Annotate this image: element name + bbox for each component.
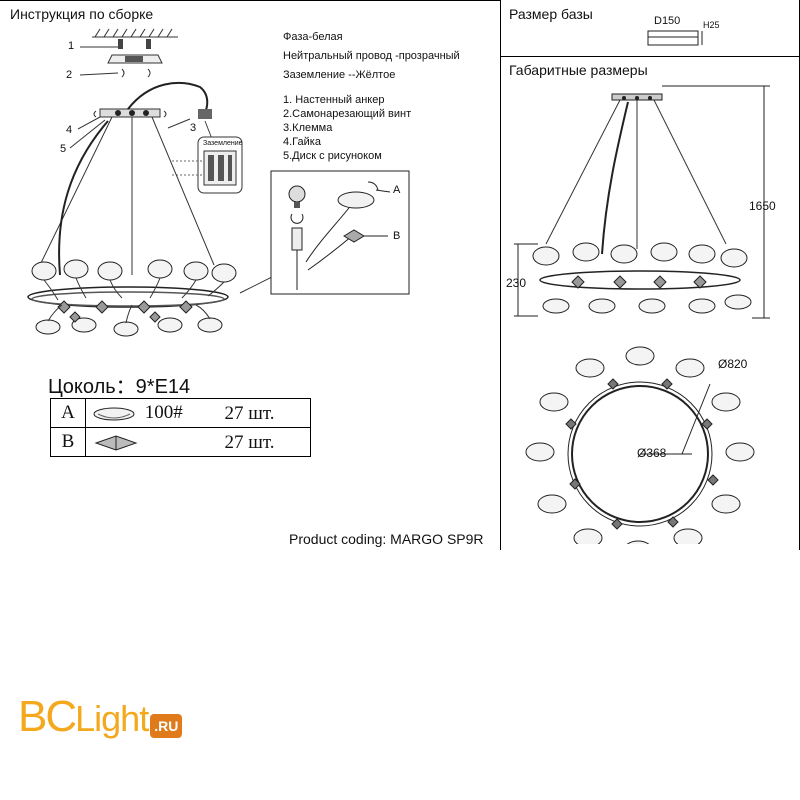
table-row: A 100# 27 шт.: [50, 398, 311, 428]
part-row-b-cell: 27 шт.: [85, 427, 311, 457]
parts-list: 1. Настенный анкер 2.Самонарезающий винт…: [283, 93, 411, 163]
parts-table: A 100# 27 шт. B 27 шт.: [50, 398, 311, 457]
wall-anchor-right: [146, 39, 151, 49]
parts-list-item: 3.Клемма: [283, 122, 333, 134]
dim-total-height: 1650: [749, 199, 776, 213]
assembly-drawing: [27, 28, 273, 337]
wiring-phase: Фаза-белая: [283, 31, 343, 43]
detail-box: [270, 170, 410, 295]
frame-top-left: [0, 0, 500, 1]
bracket-hole: [125, 56, 143, 62]
bulb-icon: [288, 185, 306, 203]
logo-ru: .RU: [150, 714, 183, 738]
leaf-stems: [43, 277, 225, 324]
table-row: B 27 шт.: [50, 427, 311, 457]
frame-vertical-divider: [500, 0, 501, 550]
dimension-drawing: [514, 85, 770, 544]
parts-list-item: 4.Гайка: [283, 136, 321, 148]
parts-list-item: 5.Диск с рисуноком: [283, 150, 382, 162]
terminal-block: [198, 109, 212, 119]
glass-shade-icon: [93, 407, 135, 421]
part-code: 100#: [144, 402, 183, 423]
logo-bc: BC: [18, 692, 77, 741]
base-height: H25: [703, 20, 720, 30]
top-view-shades: [525, 346, 755, 544]
part-qty: 27 шт.: [224, 403, 275, 424]
callout-1: 1: [68, 40, 75, 52]
ceiling-hatch: [92, 28, 178, 38]
parts-list-item: 1. Настенный анкер: [283, 94, 385, 106]
dim-body-height: 230: [506, 276, 527, 290]
glass-shade-a: [337, 191, 375, 209]
part-qty: 27 шт.: [224, 432, 275, 453]
socket-value: 9*E14: [135, 376, 191, 398]
parts-list-item: 2.Самонарезающий винт: [283, 108, 412, 120]
product-coding: Product coding: MARGO SP9R: [289, 531, 484, 547]
wiring-neutral: Нейтральный провод -прозрачный: [283, 50, 460, 62]
socket-spec: Цоколь：9*E14: [48, 370, 190, 399]
callout-5: 5: [60, 143, 67, 155]
assembly-title: Инструкция по сборке: [10, 6, 154, 22]
detail-label-b: B: [393, 230, 401, 242]
wall-anchor-left: [118, 39, 123, 49]
dim-inner-diameter: Ø368: [637, 446, 667, 460]
callout-3: 3: [190, 122, 197, 134]
frame-right-top-divider: [500, 56, 800, 57]
chandelier-ring-front: [27, 286, 229, 308]
power-cable: [127, 81, 209, 116]
rotate-arrow-icon: [290, 213, 304, 224]
part-letter: A: [50, 398, 86, 428]
base-drawing: [647, 30, 703, 46]
dimensions-title: Габаритные размеры: [509, 62, 648, 78]
socket-label: Цоколь：: [48, 376, 136, 398]
top-view: [567, 381, 713, 527]
wiring-ground: Заземление --Жёлтое: [283, 69, 396, 81]
detail-label-a: A: [393, 184, 401, 196]
part-row-a-cell: 100# 27 шт.: [85, 398, 311, 428]
base-size-title: Размер базы: [509, 6, 593, 22]
dim-outer-diameter: Ø820: [718, 357, 748, 371]
grounding-inset-label: Заземление: [203, 140, 243, 147]
flower-shades-row: [31, 259, 237, 337]
part-letter: B: [50, 427, 86, 457]
crystal-pendants: [57, 300, 193, 323]
crystal-icon: [94, 435, 138, 451]
brand-logo: BC Light .RU: [18, 692, 183, 742]
base-diameter: D150: [654, 15, 681, 27]
callout-4: 4: [66, 124, 73, 136]
callout-2: 2: [66, 69, 73, 81]
logo-light: Light: [75, 698, 149, 739]
top-view-crystals: [565, 378, 719, 530]
socket-icon: [291, 227, 303, 251]
grounding-inset: [172, 136, 243, 194]
